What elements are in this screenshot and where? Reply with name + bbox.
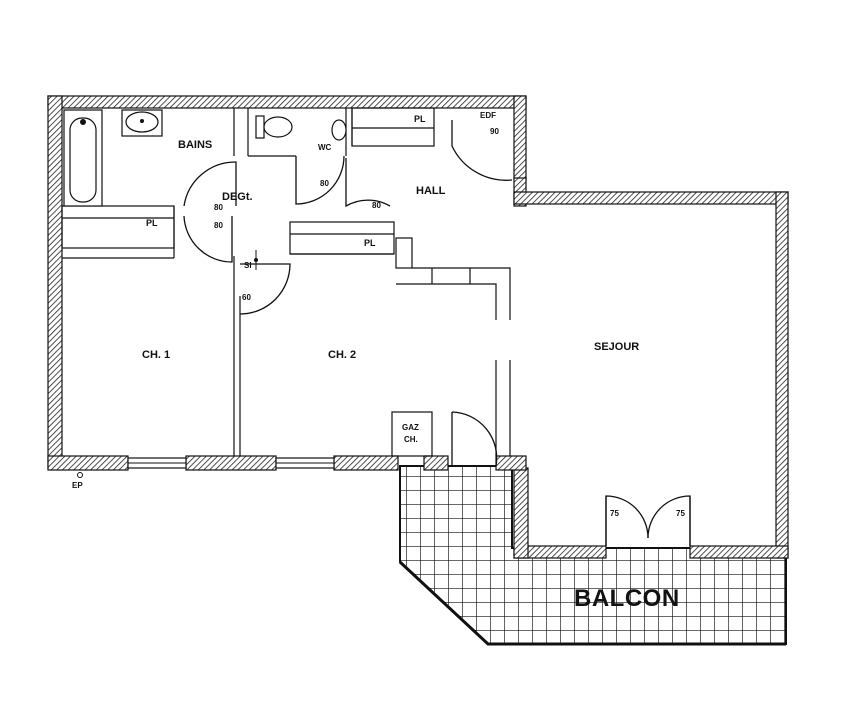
room-label-ch1: CH. 1 xyxy=(142,349,170,361)
label-si: SI xyxy=(244,261,252,270)
outer-walls xyxy=(47,95,789,559)
door-width-degt-bottom: 80 xyxy=(214,221,223,230)
door-width-balcony-left: 75 xyxy=(610,509,619,518)
ep-marker xyxy=(77,472,83,478)
door-width-balcony-right: 75 xyxy=(676,509,685,518)
door-width-entry: 90 xyxy=(490,127,499,136)
interior-walls xyxy=(61,107,511,457)
door-width-degt-right: 80 xyxy=(214,203,223,212)
room-label-hall: HALL xyxy=(416,185,446,197)
door-width-wc: 80 xyxy=(320,179,329,188)
door-width-hall-left: 80 xyxy=(372,201,381,210)
balcony-railing xyxy=(398,560,786,646)
bathtub-icon xyxy=(63,109,103,207)
hand-basin-icon xyxy=(331,119,347,141)
closet-label-hall: PL xyxy=(414,114,426,124)
room-label-degt: DEGt. xyxy=(222,191,253,203)
sink-icon xyxy=(121,109,163,137)
room-label-wc: WC xyxy=(318,143,332,152)
room-label-ch2: CH. 2 xyxy=(328,349,356,361)
room-label-bains: BAINS xyxy=(178,139,212,151)
label-gaz: GAZ xyxy=(402,423,419,432)
door-swings xyxy=(183,120,691,546)
label-ep: EP xyxy=(72,481,83,490)
door-width-ch1: 60 xyxy=(242,293,251,302)
closet-label-bains: PL xyxy=(146,218,158,228)
label-ch: CH. xyxy=(404,435,418,444)
toilet-icon xyxy=(255,115,293,139)
closet-label-ch2: PL xyxy=(364,238,376,248)
room-label-balcon: BALCON xyxy=(574,585,680,612)
windows xyxy=(127,457,335,469)
label-edf: EDF xyxy=(480,111,496,120)
room-label-sejour: SEJOUR xyxy=(594,341,639,353)
